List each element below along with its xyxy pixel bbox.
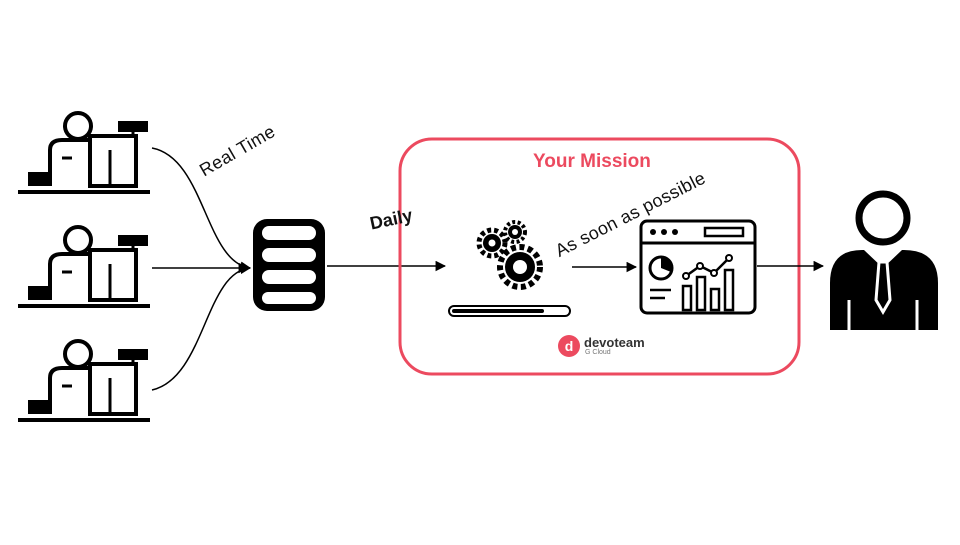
devoteam-logo-name: devoteam — [584, 335, 645, 350]
businessman-icon — [830, 190, 938, 330]
progress-bar — [448, 305, 571, 317]
gears-icon — [476, 220, 543, 290]
arrow-operator3-db — [151, 263, 252, 391]
operator-icon-1 — [16, 111, 152, 194]
operator-icon-2 — [16, 225, 152, 308]
mission-title: Your Mission — [533, 151, 651, 172]
devoteam-logo: d devoteam G Cloud — [558, 335, 648, 359]
devoteam-logo-icon: d — [558, 335, 580, 357]
mission-box — [398, 137, 801, 376]
dashboard-icon — [639, 219, 757, 315]
operator-icon-3 — [16, 339, 152, 422]
devoteam-logo-sub: G Cloud — [585, 349, 611, 356]
arrow-operator1-db — [151, 147, 252, 272]
database-icon — [253, 219, 325, 311]
